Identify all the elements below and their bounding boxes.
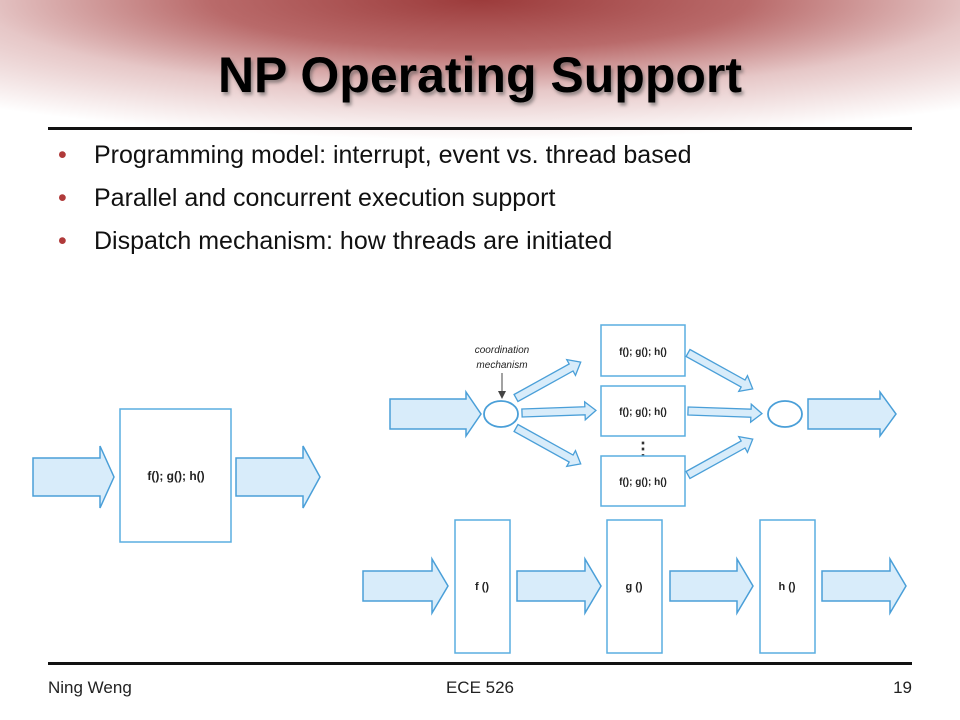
slide-number: 19 xyxy=(893,678,912,697)
join-arrow xyxy=(685,348,754,393)
parallel-task-label: f(); g(); h() xyxy=(619,347,667,358)
bullet-icon: • xyxy=(58,227,67,255)
sequential-task-label: f(); g(); h() xyxy=(147,469,204,483)
bullet-list: • Programming model: interrupt, event vs.… xyxy=(58,138,918,267)
pipeline-stage-label: g () xyxy=(625,581,642,593)
sequential-task-box xyxy=(119,408,232,543)
pipeline-model: f () g () h () xyxy=(362,519,907,654)
pipeline-arrow xyxy=(516,556,602,616)
title-divider xyxy=(48,127,912,130)
single-thread-model: f(); g(); h() xyxy=(32,408,321,543)
parallel-task-label: f(); g(); h() xyxy=(619,407,667,418)
input-arrow xyxy=(389,389,482,439)
bullet-item: • Dispatch mechanism: how threads are ini… xyxy=(58,224,918,267)
fork-arrow xyxy=(513,423,582,468)
pipeline-stage-box xyxy=(759,519,816,654)
bullet-icon: • xyxy=(58,184,67,212)
bullet-icon: • xyxy=(58,141,67,169)
fork-node xyxy=(483,400,519,428)
bullet-text: Programming model: interrupt, event vs. … xyxy=(94,141,692,169)
input-arrow xyxy=(32,445,115,509)
footer-author: Ning Weng xyxy=(48,678,132,697)
pipeline-arrow xyxy=(362,556,449,616)
footer-course: ECE 526 xyxy=(445,678,515,697)
join-arrow xyxy=(685,435,754,480)
parallel-task-box xyxy=(600,455,686,507)
annotation-line-2: mechanism xyxy=(476,360,527,371)
parallel-task-box xyxy=(600,324,686,377)
pipeline-stage-box xyxy=(606,519,663,654)
footer-divider xyxy=(48,662,912,665)
pipeline-stage-label: f () xyxy=(475,581,489,593)
bullet-item: • Parallel and concurrent execution suppo… xyxy=(58,181,918,224)
parallel-model: coordination mechanism f(); g(); h() f()… xyxy=(389,324,897,507)
pipeline-arrow xyxy=(821,556,907,616)
more-tasks-ellipsis: ⋮ xyxy=(634,439,652,459)
bullet-item: • Programming model: interrupt, event vs.… xyxy=(58,138,918,181)
pipeline-arrow xyxy=(669,556,754,616)
fork-arrow xyxy=(521,400,597,422)
output-arrow xyxy=(807,389,897,439)
fork-arrow xyxy=(513,358,582,403)
slide-title: NP Operating Support xyxy=(217,47,743,103)
bullet-text: Parallel and concurrent execution suppor… xyxy=(94,184,556,212)
join-node xyxy=(767,400,803,428)
title-banner xyxy=(0,0,960,140)
bullet-text: Dispatch mechanism: how threads are init… xyxy=(94,227,613,255)
pipeline-stage-box xyxy=(454,519,511,654)
parallel-task-label: f(); g(); h() xyxy=(619,477,667,488)
join-arrow xyxy=(687,402,763,424)
output-arrow xyxy=(235,445,321,509)
annotation-line-1: coordination xyxy=(475,345,530,356)
parallel-task-box xyxy=(600,385,686,437)
pipeline-stage-label: h () xyxy=(778,581,795,593)
